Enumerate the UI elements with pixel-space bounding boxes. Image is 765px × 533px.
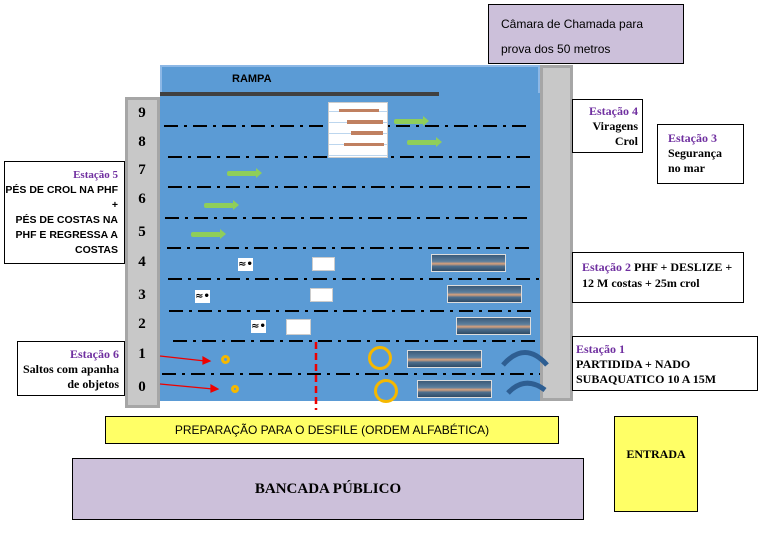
station-6-box: Estação 6 Saltos com apanha de objetos xyxy=(17,341,125,396)
green-arrow-icon xyxy=(227,168,262,178)
pool-right-wall xyxy=(540,65,573,401)
lane-number: 6 xyxy=(138,191,146,207)
red-arrow xyxy=(159,383,214,390)
parade-label: PREPARAÇÃO PARA O DESFILE (ORDEM ALFABÉT… xyxy=(174,423,490,437)
call-room-line1: Câmara de Chamada para xyxy=(501,17,644,31)
station-1-text: PARTIDIDA + NADO xyxy=(576,357,691,371)
station-5-text: COSTAS xyxy=(75,244,118,256)
station-3-title: Estação 3 xyxy=(668,131,717,145)
station-1-box: Estação 1 PARTIDIDA + NADO SUBAQUATICO 1… xyxy=(572,336,758,391)
lane-number: 4 xyxy=(138,254,146,270)
lane-number-column xyxy=(125,97,160,408)
swimmer-icon: ≈• xyxy=(251,320,266,333)
station-1-title: Estação 1 xyxy=(576,342,625,356)
entrance-label: ENTRADA xyxy=(626,447,686,461)
lane-number: 9 xyxy=(138,105,146,121)
lane-number: 2 xyxy=(138,316,146,332)
station-2-text: PHF + DESLIZE + xyxy=(631,260,733,274)
green-arrow-icon xyxy=(204,200,239,210)
lane-number: 8 xyxy=(138,134,146,150)
station-3-text: no mar xyxy=(668,161,705,175)
station-5-text: PÉS DE COSTAS NA xyxy=(15,214,119,226)
swimmer-photo xyxy=(431,254,506,272)
entrance-area: ENTRADA xyxy=(614,416,698,512)
call-room-box: Câmara de Chamada para prova dos 50 metr… xyxy=(488,4,684,64)
underwater-swimmers-image xyxy=(328,102,388,158)
station-4-text: Crol xyxy=(614,134,638,148)
green-arrow-icon xyxy=(191,229,226,239)
large-ring-icon xyxy=(374,379,398,403)
station-1-text: SUBAQUATICO 10 A 15M xyxy=(576,372,717,386)
small-ring-icon xyxy=(221,355,230,364)
turn-arrow-icon xyxy=(506,380,547,395)
ramp-label: RAMPA xyxy=(232,73,272,85)
ramp: RAMPA xyxy=(160,65,540,93)
lane-number: 3 xyxy=(138,287,146,303)
green-arrow-icon xyxy=(407,137,442,147)
turn-arrow-icon xyxy=(501,350,549,367)
red-arrow xyxy=(159,355,206,362)
lane-number: 7 xyxy=(138,162,146,178)
swimmer-photo xyxy=(447,285,522,303)
station-4-box: Estação 4 Viragens Crol xyxy=(572,99,643,153)
station-6-title: Estação 6 xyxy=(70,347,119,361)
stands-label: BANCADA PÚBLICO xyxy=(254,481,402,497)
station-5-title: Estação 5 xyxy=(73,169,118,181)
station-3-box: Estação 3 Segurança no mar xyxy=(657,124,744,184)
station-5-box: Estação 5 PÉS DE CROL NA PHF + PÉS DE CO… xyxy=(4,161,125,264)
station-6-text: de objetos xyxy=(67,377,119,391)
station-5-text: PHF E REGRESSA A xyxy=(15,229,119,241)
large-ring-icon xyxy=(368,346,392,370)
station-5-text: PÉS DE CROL NA PHF + xyxy=(5,184,118,211)
ramp-edge xyxy=(160,92,439,96)
parade-preparation-area: PREPARAÇÃO PARA O DESFILE (ORDEM ALFABÉT… xyxy=(105,416,559,444)
public-stands-area: BANCADA PÚBLICO xyxy=(72,458,584,520)
station-4-title: Estação 4 xyxy=(589,104,638,118)
green-arrow-icon xyxy=(394,116,429,126)
lane-number: 1 xyxy=(138,346,146,362)
swimmer-sketch-image xyxy=(310,288,333,302)
swimmer-icon: ≈• xyxy=(195,290,210,303)
station-6-text: Saltos com apanha xyxy=(22,362,119,376)
swimmer-photo xyxy=(417,380,492,398)
station-3-text: Segurança xyxy=(668,146,722,160)
swimmer-sketch-image xyxy=(312,257,335,271)
swimmer-photo xyxy=(407,350,482,368)
lane-number: 5 xyxy=(138,224,146,240)
call-room-line2: prova dos 50 metros xyxy=(501,42,611,56)
swimmer-photo xyxy=(456,317,531,335)
small-ring-icon xyxy=(231,385,239,393)
lane-number: 0 xyxy=(138,379,146,395)
station-2-text: 12 M costas + 25m crol xyxy=(582,276,700,290)
swimmer-sketch-image xyxy=(286,319,311,335)
station-4-text: Viragens xyxy=(592,119,638,133)
station-2-box: Estação 2 PHF + DESLIZE + 12 M costas + … xyxy=(572,252,744,303)
station-2-title: Estação 2 xyxy=(582,260,631,274)
swimmer-icon: ≈• xyxy=(238,258,253,271)
